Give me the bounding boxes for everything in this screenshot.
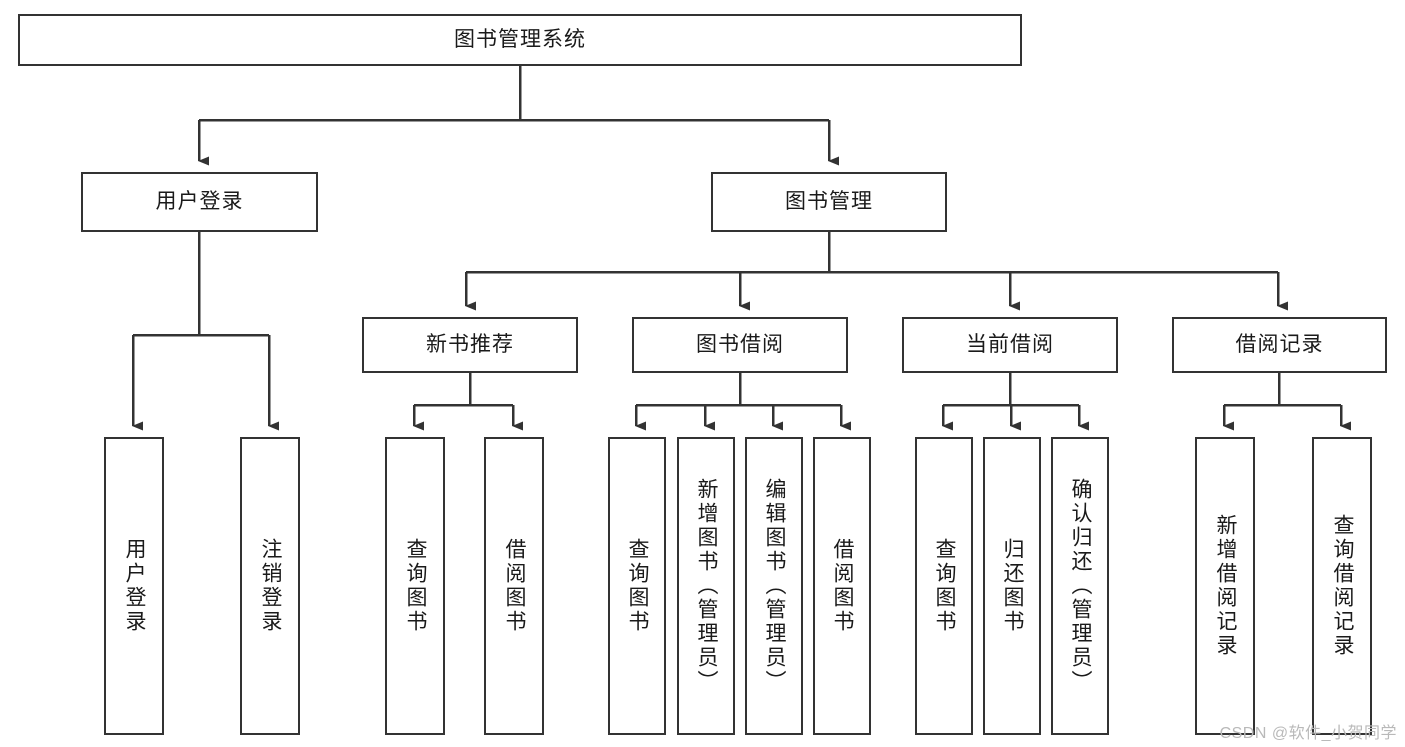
node-label-leaf-user-login: 用户登录 <box>123 538 147 634</box>
node-label-borrow-record: 借阅记录 <box>1235 333 1324 357</box>
node-leaf-query-book-current: 查询图书 <box>915 437 973 735</box>
node-label-book-borrow: 图书借阅 <box>696 333 784 357</box>
node-label-leaf-add-book-admin: 新增图书（管理员） <box>695 478 719 694</box>
node-label-leaf-edit-book-admin: 编辑图书（管理员） <box>763 478 787 694</box>
node-label-leaf-borrow-book: 借阅图书 <box>831 538 855 634</box>
node-new-book-recommend: 新书推荐 <box>362 317 578 373</box>
node-leaf-add-borrow-record: 新增借阅记录 <box>1195 437 1255 735</box>
node-label-leaf-query-borrow-record: 查询借阅记录 <box>1331 514 1355 658</box>
node-leaf-confirm-return-admin: 确认归还（管理员） <box>1051 437 1109 735</box>
node-book-management: 图书管理 <box>711 172 947 232</box>
node-label-leaf-confirm-return-admin: 确认归还（管理员） <box>1069 478 1093 694</box>
node-label-leaf-add-borrow-record: 新增借阅记录 <box>1214 514 1238 658</box>
node-leaf-edit-book-admin: 编辑图书（管理员） <box>745 437 803 735</box>
node-label-current-borrow: 当前借阅 <box>966 333 1054 357</box>
node-leaf-logout: 注销登录 <box>240 437 300 735</box>
node-leaf-query-borrow-record: 查询借阅记录 <box>1312 437 1372 735</box>
node-label-new-book-recommend: 新书推荐 <box>426 333 514 357</box>
node-label-leaf-query-book-current: 查询图书 <box>933 538 957 634</box>
node-label-root: 图书管理系统 <box>454 28 586 52</box>
node-leaf-query-book-borrow: 查询图书 <box>608 437 666 735</box>
node-label-leaf-query-book-borrow: 查询图书 <box>626 538 650 634</box>
node-borrow-record: 借阅记录 <box>1172 317 1387 373</box>
node-label-leaf-logout: 注销登录 <box>259 538 283 634</box>
node-label-leaf-query-book-recommend: 查询图书 <box>404 538 428 634</box>
node-label-book-management: 图书管理 <box>785 190 873 214</box>
node-leaf-borrow-book-recommend: 借阅图书 <box>484 437 544 735</box>
node-label-leaf-borrow-book-recommend: 借阅图书 <box>503 538 527 634</box>
node-leaf-add-book-admin: 新增图书（管理员） <box>677 437 735 735</box>
node-leaf-user-login: 用户登录 <box>104 437 164 735</box>
node-leaf-borrow-book: 借阅图书 <box>813 437 871 735</box>
node-user-login: 用户登录 <box>81 172 318 232</box>
node-leaf-return-book: 归还图书 <box>983 437 1041 735</box>
csdn-watermark: CSDN @软件_小贺同学 <box>1219 725 1397 742</box>
node-current-borrow: 当前借阅 <box>902 317 1118 373</box>
node-book-borrow: 图书借阅 <box>632 317 848 373</box>
node-root: 图书管理系统 <box>18 14 1022 66</box>
node-label-leaf-return-book: 归还图书 <box>1001 538 1025 634</box>
node-leaf-query-book-recommend: 查询图书 <box>385 437 445 735</box>
node-label-user-login: 用户登录 <box>155 190 244 214</box>
